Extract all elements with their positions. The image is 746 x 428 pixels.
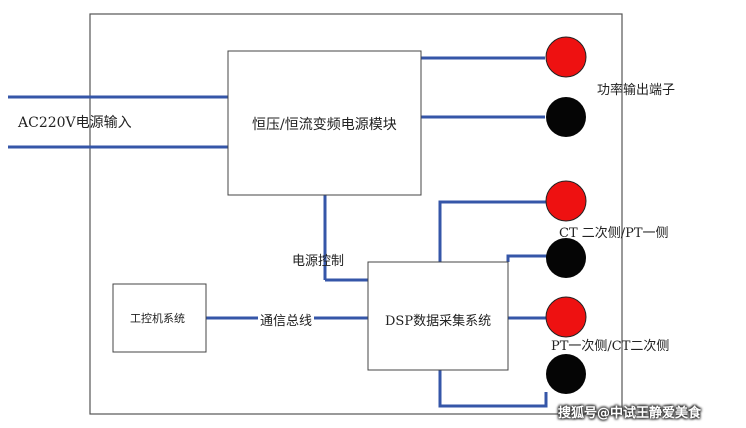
terminal-pt-red bbox=[545, 296, 587, 338]
dsp-wire-ct-black bbox=[506, 254, 547, 262]
power-output-terminal-label: 功率输出端子 bbox=[597, 83, 676, 98]
terminal-ct-black bbox=[546, 238, 586, 278]
terminal-ct-red bbox=[545, 180, 587, 222]
dsp-system-label: DSP数据采集系统 bbox=[385, 314, 492, 329]
comm-bus-label: 通信总线 bbox=[258, 310, 315, 329]
ac-input-label: AC220V电源输入 bbox=[18, 115, 132, 131]
watermark-text: 搜狐号@中试王静爱美食 bbox=[558, 406, 702, 421]
terminal-pt-black bbox=[546, 354, 586, 394]
pt-primary-ct-secondary-label: PT一次侧/CT二次侧 bbox=[551, 339, 670, 354]
ct-secondary-pt-primary-label: CT 二次侧/PT一侧 bbox=[559, 226, 669, 241]
power-control-label: 电源控制 bbox=[292, 254, 345, 269]
dsp-wire-ct-red bbox=[438, 200, 547, 262]
ipc-system-label: 工控机系统 bbox=[130, 312, 185, 325]
dsp-wire-pt-black bbox=[438, 370, 548, 408]
power-module-box bbox=[227, 50, 422, 196]
cabinet-frame bbox=[89, 13, 623, 415]
ipc-system-box bbox=[112, 283, 207, 353]
power-module-label: 恒压/恒流变频电源模块 bbox=[252, 117, 397, 133]
terminal-power-red bbox=[545, 36, 587, 78]
dsp-system-box bbox=[367, 261, 509, 371]
terminal-power-black bbox=[546, 97, 586, 137]
